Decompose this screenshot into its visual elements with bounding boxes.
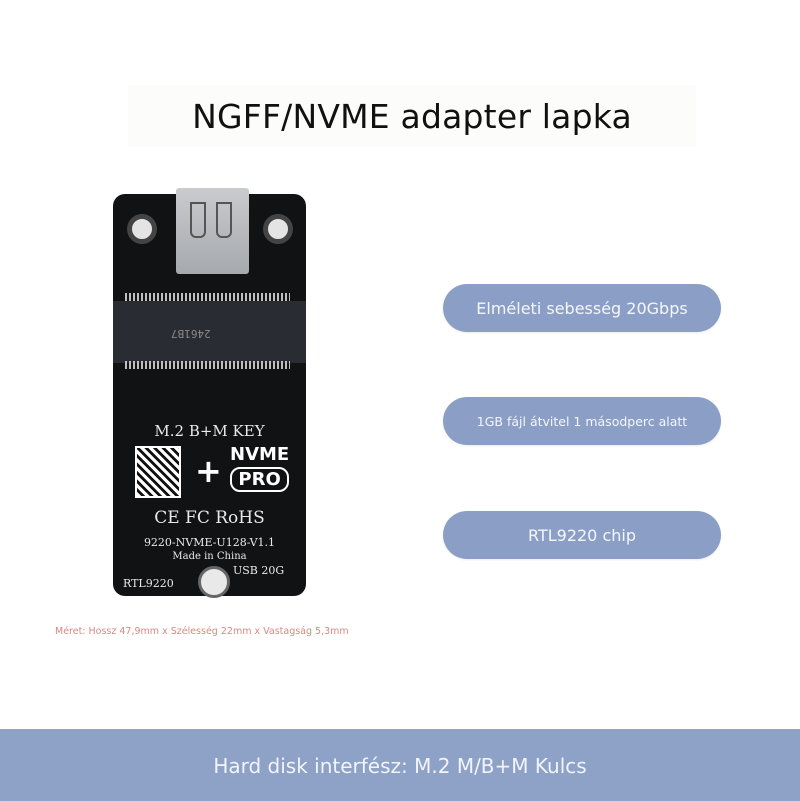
product-image-adapter-board: 2461B7 M.2 B+M KEY + NVME PRO CE FC RoHS… xyxy=(113,188,306,598)
made-in-label: Made in China xyxy=(172,551,247,562)
usb-speed-label: USB 20G xyxy=(233,564,285,577)
title-band: NGFF/NVME adapter lapka xyxy=(128,85,696,147)
mount-hole-left xyxy=(127,214,157,244)
chip-label: RTL9220 xyxy=(123,577,174,590)
sata-logo-icon xyxy=(135,446,181,498)
cert-marks: CE FC RoHS xyxy=(154,508,265,528)
plus-sign: + xyxy=(195,452,222,490)
nvme-logo: NVME PRO xyxy=(230,444,290,492)
footer-text: Hard disk interfész: M.2 M/B+M Kulcs xyxy=(213,753,587,778)
feature-pill-chip: RTL9220 chip xyxy=(443,511,721,559)
feature-pill-speed: Elméleti sebesség 20Gbps xyxy=(443,284,721,332)
key-label: M.2 B+M KEY xyxy=(154,422,265,440)
feature-pill-transfer: 1GB fájl átvitel 1 másodperc alatt xyxy=(443,397,721,445)
footer-band: Hard disk interfész: M.2 M/B+M Kulcs xyxy=(0,729,800,801)
model-label: 9220-NVME-U128-V1.1 xyxy=(143,536,276,549)
dimensions-note: Méret: Hossz 47,9mm x Szélesség 22mm x V… xyxy=(55,626,349,637)
connector-label: 2461B7 xyxy=(171,327,211,340)
m2-slot: 2461B7 xyxy=(113,293,306,369)
usb-c-port xyxy=(176,188,249,274)
page-title: NGFF/NVME adapter lapka xyxy=(192,96,632,136)
led-indicator xyxy=(198,566,230,598)
mount-hole-right xyxy=(263,214,293,244)
